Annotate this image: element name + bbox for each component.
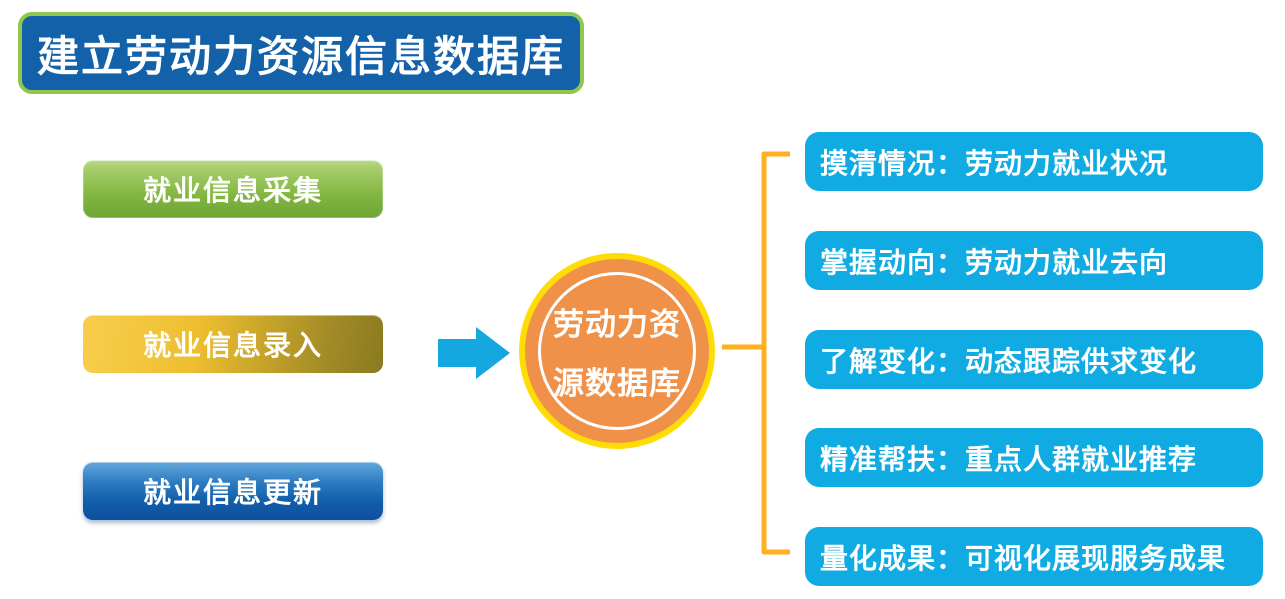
outcome-item-1: 摸清情况：劳动力就业状况 (805, 132, 1263, 191)
step-collect: 就业信息采集 (83, 160, 383, 218)
outcome-item-2: 掌握动向：劳动力就业去向 (805, 231, 1263, 290)
title-box: 建立劳动力资源信息数据库 (18, 12, 584, 94)
outcome-item-2-label: 掌握动向：劳动力就业去向 (820, 246, 1169, 278)
database-circle: 劳动力资 源数据库 (519, 253, 715, 449)
step-entry: 就业信息录入 (83, 315, 383, 373)
outcome-item-1-label: 摸清情况：劳动力就业状况 (820, 147, 1169, 179)
outcome-item-3-label: 了解变化：动态跟踪供求变化 (820, 345, 1198, 377)
database-label: 劳动力资 源数据库 (525, 259, 709, 443)
step-update: 就业信息更新 (83, 462, 383, 520)
diagram-title: 建立劳动力资源信息数据库 (36, 34, 565, 81)
outcome-item-4: 精准帮扶：重点人群就业推荐 (805, 428, 1263, 487)
step-collect-label: 就业信息采集 (142, 175, 323, 206)
database-label-line1: 劳动力资 (553, 307, 681, 342)
right-arrow-icon (438, 327, 510, 379)
step-entry-label: 就业信息录入 (142, 330, 323, 361)
outcome-item-5-label: 量化成果：可视化展现服务成果 (820, 542, 1227, 574)
outcome-item-3: 了解变化：动态跟踪供求变化 (805, 330, 1263, 389)
database-inner-ring (538, 272, 696, 430)
step-update-label: 就业信息更新 (142, 477, 323, 508)
outcome-item-4-label: 精准帮扶：重点人群就业推荐 (820, 443, 1198, 475)
outcome-item-5: 量化成果：可视化展现服务成果 (805, 527, 1263, 586)
database-label-line2: 源数据库 (553, 366, 681, 401)
